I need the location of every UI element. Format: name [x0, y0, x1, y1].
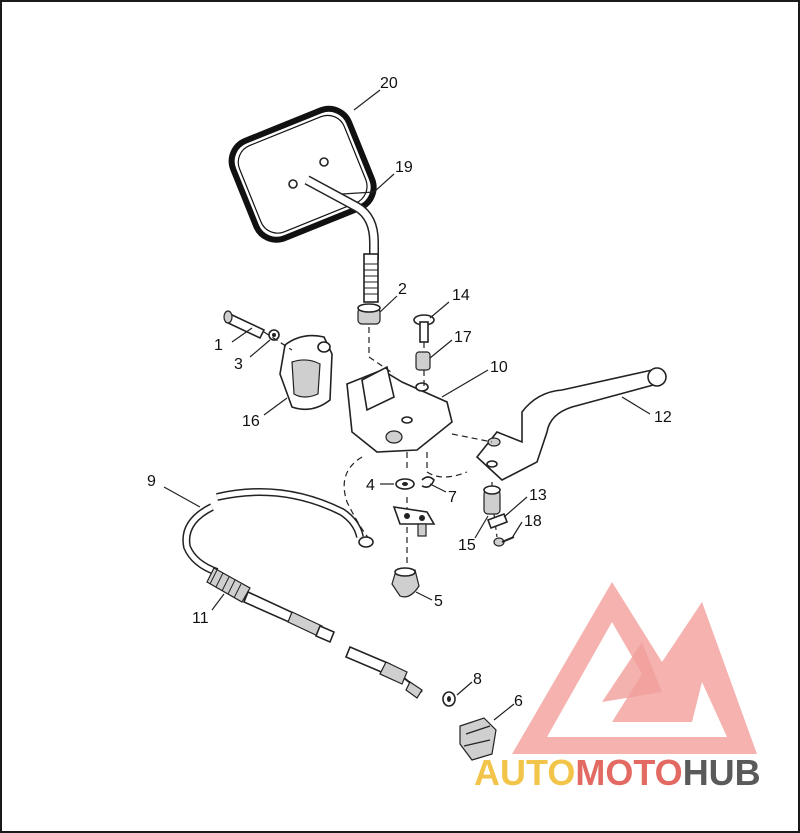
callout-3: 3	[234, 356, 243, 373]
callout-18: 18	[524, 513, 542, 530]
callout-12: 12	[654, 409, 672, 426]
callout-9: 9	[147, 473, 156, 490]
callout-labels: 20 19 2 14 1 3 17 10 16 12 9 4 7 13 18 1…	[147, 75, 672, 710]
callout-5: 5	[434, 593, 443, 610]
watermark-auto: AUTOMOTOHUB	[474, 752, 761, 793]
cable-plate	[392, 506, 436, 537]
watermark-logo-icon	[512, 582, 757, 754]
mirror-nut	[357, 303, 381, 325]
callout-8: 8	[473, 671, 482, 688]
handlebar-clamp	[279, 334, 333, 411]
callout-13: 13	[529, 487, 547, 504]
callout-11: 11	[192, 610, 209, 627]
clutch-cable	[182, 503, 423, 699]
callout-16: 16	[242, 413, 260, 430]
lever-bracket	[346, 365, 453, 453]
callout-1: 1	[214, 337, 223, 354]
pivot-bushing-15	[483, 485, 501, 515]
clamp-screw	[223, 310, 266, 340]
callout-14: 14	[452, 287, 470, 304]
callout-20: 20	[380, 75, 398, 92]
cable-boot	[459, 717, 497, 761]
watermark-text: AUTOMOTOHUB	[474, 752, 761, 793]
callout-2: 2	[398, 281, 407, 298]
callout-7: 7	[448, 489, 457, 506]
clutch-lever	[475, 367, 667, 481]
cable-washer	[442, 691, 456, 707]
retainer-13	[486, 512, 509, 530]
washer-4	[395, 478, 415, 490]
callout-10: 10	[490, 359, 508, 376]
callout-4: 4	[366, 477, 375, 494]
pivot-pin	[413, 314, 435, 343]
leader-lines	[163, 89, 651, 721]
callout-17: 17	[454, 329, 472, 346]
mirror-stem	[304, 175, 379, 303]
callout-19: 19	[395, 159, 413, 176]
mirror-glass	[228, 105, 377, 243]
switch-wire	[216, 488, 374, 548]
screw-18	[493, 536, 515, 547]
callout-6: 6	[514, 693, 523, 710]
cap-nut	[391, 567, 420, 598]
bushing	[415, 351, 431, 371]
callout-15: 15	[458, 537, 476, 554]
